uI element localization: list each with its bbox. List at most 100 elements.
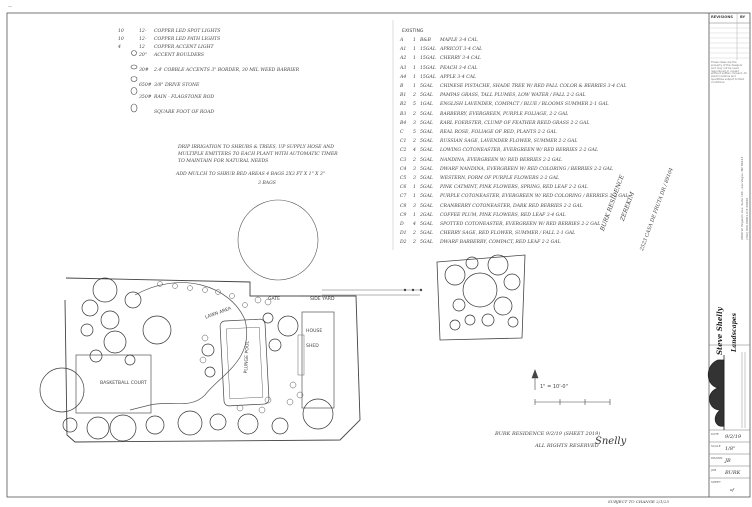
drawn-label: DRAWN: [711, 456, 723, 460]
schedule-qty: 1: [413, 212, 416, 218]
legend-symbol-code: 12-: [139, 29, 147, 34]
schedule-qty: 3: [413, 176, 416, 181]
shrub-symbols: [157, 281, 304, 414]
schedule-description: CHERRY 3-4 CAL: [440, 56, 481, 62]
legend-description: COPPER LED SPOT LIGHTS: [154, 29, 221, 34]
schedule-size: 5GAL: [420, 93, 433, 99]
note-line: 3 BAGS: [258, 181, 276, 186]
legend-description: RAIN - FLAGSTONE ROD: [154, 95, 215, 100]
schedule-description: PURPLE COTONEASTER, EVERGREEN W/ RED COL…: [440, 194, 629, 200]
job-value: BURK: [725, 470, 741, 476]
schedule-key: B1: [400, 93, 407, 99]
schedule-qty: 2: [413, 93, 416, 99]
legend-qty: 10: [118, 37, 124, 42]
schedule-size: 15GAL: [420, 56, 436, 62]
schedule-qty: 1: [413, 194, 416, 200]
schedule-key: C6: [400, 185, 407, 191]
schedule-qty: 3: [413, 203, 416, 209]
sheet-value: of: [730, 487, 734, 492]
schedule-size: 5GAL: [420, 185, 433, 191]
schedule-key: B4: [400, 120, 407, 126]
schedule-key: C3: [400, 157, 407, 163]
property-boundary: [64, 277, 361, 443]
schedule-size: 15GAL: [420, 74, 436, 80]
schedule-size: 15GAL: [420, 47, 436, 53]
schedule-key: D2: [400, 240, 407, 246]
large-tree-canopy: [237, 199, 319, 281]
schedule-description: PAMPAS GRASS, TALL PLUMES, LOW WATER / F…: [440, 93, 586, 99]
schedule-key: D1: [400, 231, 407, 237]
schedule-qty: 2: [413, 139, 416, 145]
schedule-description: APRICOT 3-4 CAL: [440, 47, 483, 53]
schedule-description: COFFEE PLUM, PINK FLOWERS, RED LEAF 3-4 …: [440, 212, 566, 218]
schedule-qty: 4: [413, 148, 416, 154]
schedule-size: 5GAL: [420, 176, 433, 181]
schedule-size: 5GAL: [420, 130, 433, 135]
light-fixture-dots: [403, 288, 423, 292]
schedule-size: 5GAL: [420, 203, 433, 209]
schedule-key: C4: [400, 166, 407, 172]
schedule-key: C1: [400, 139, 407, 145]
schedule-description: PINK CATMINT, PINK FLOWERS, SPRING, RED …: [440, 185, 588, 191]
schedule-size: B&B: [420, 38, 431, 43]
note-line: TO MAINTAIN FOR NATURAL NEEDS: [178, 159, 269, 164]
schedule-size: 15GAL: [420, 65, 436, 71]
schedule-qty: 5: [413, 102, 416, 108]
schedule-size: 5GAL: [420, 157, 433, 163]
company-logo-tree: [707, 355, 725, 430]
schedule-key: C7: [400, 194, 407, 200]
schedule-description: NANDINA, EVERGREEN W/ RED BERRIES 2-2 GA…: [440, 157, 562, 163]
company-name: Steve Shelly: [715, 307, 724, 355]
schedule-qty: 2: [413, 157, 416, 163]
schedule-description: LOWING COTONEASTER, EVERGREEN W/ RED BER…: [440, 148, 599, 154]
schedule-size: 5GAL: [420, 111, 433, 117]
revisions-label: REVISIONS: [711, 15, 733, 19]
legend-description: SQUARE FOOT OF ROAD: [154, 110, 215, 115]
schedule-key: C: [400, 130, 404, 135]
schedule-description: CHINESE PISTACHE, SHADE TREE W/ RED FALL…: [440, 84, 627, 89]
note-line: DRIP IRRIGATION TO SHRUBS & TREES, UP SU…: [178, 145, 334, 150]
schedule-size: 5GAL: [420, 84, 433, 89]
schedule-size: 5GAL: [420, 231, 433, 237]
schedule-qty: 1: [413, 74, 416, 80]
plunge-pool: [219, 318, 270, 407]
label-side-yard: SIDE YARD: [310, 297, 335, 302]
schedule-description: KARL FOERSTER, CLUMP OF FEATHER REED GRA…: [440, 120, 590, 126]
legend-symbol-code: 350#: [139, 95, 152, 100]
legend-symbol-code: 20": [139, 53, 147, 58]
schedule-description: ENGLISH LAVENDER, COMPACT / BLUE / BLOOM…: [440, 102, 609, 108]
schedule-size: 1GAL: [420, 102, 433, 108]
schedule-heading: EXISTING: [402, 29, 424, 34]
schedule-qty: 1: [413, 65, 416, 71]
legend-description: 2.4' COBBLE ACCENTS 3" BORDER, 30 MIL WE…: [154, 68, 300, 73]
schedule-key: D: [400, 222, 404, 227]
schedule-description: MAPLE 3-4 CAL: [440, 38, 478, 43]
sheet-border: [6, 12, 751, 498]
bottom-note: SUBJECT TO CHANGE 2/1/25: [608, 499, 669, 504]
company-disclaimer: These ideas are the property of the desi…: [711, 61, 747, 84]
schedule-qty: 1: [413, 47, 416, 53]
lawn-edge: [129, 282, 248, 411]
legend-symbols: [130, 50, 138, 113]
job-label: JOB: [711, 468, 717, 472]
schedule-key: C5: [400, 176, 407, 181]
schedule-size: 5GAL: [420, 222, 433, 227]
signature-date: BURK RESIDENCE 9/2/19 (SHEET 2019): [495, 431, 601, 437]
schedule-key: A1: [400, 47, 407, 53]
tree-symbols: [62, 254, 521, 442]
schedule-qty: 1: [413, 84, 416, 89]
schedule-qty: 1: [413, 185, 416, 191]
schedule-key: A4: [400, 74, 407, 80]
schedule-size: 5GAL: [420, 148, 433, 154]
schedule-description: WESTERN, FORM OF PURPLE FLOWERS 2-2 GAL: [440, 176, 560, 181]
legend-symbol-code: 650#: [139, 83, 152, 88]
drawn-value: JB: [725, 458, 731, 464]
legend-symbol-code: 12-: [139, 37, 147, 42]
legend-description: 3/8" DRIVE STONE: [154, 83, 200, 88]
legend-description: COPPER ACCENT LIGHT: [154, 45, 214, 50]
legend-description: ACCENT BOULDERS: [154, 53, 205, 58]
schedule-qty: 2: [413, 111, 416, 117]
by-label: BY: [740, 15, 746, 19]
scale-text: 1" = 10'-0": [540, 384, 568, 390]
